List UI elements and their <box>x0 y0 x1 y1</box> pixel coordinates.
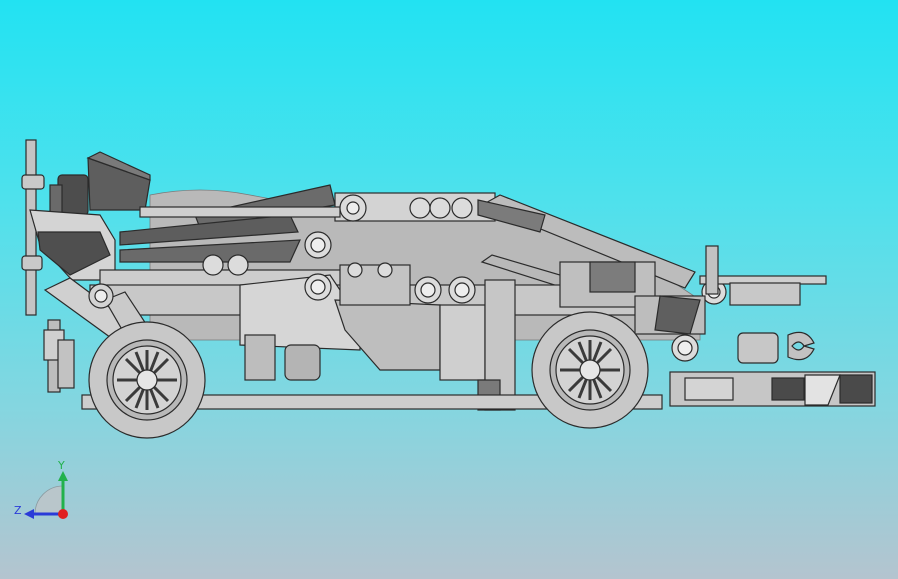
z-axis-label: Z <box>14 504 22 517</box>
front-wheel <box>531 311 649 429</box>
y-axis-label: Y <box>57 459 65 472</box>
y-axis-arrow <box>58 471 68 481</box>
chassis <box>81 261 663 411</box>
x-axis-dot <box>58 509 68 519</box>
z-axis-arrow <box>24 509 34 519</box>
connector-pins <box>202 194 797 362</box>
front-nose <box>634 245 827 335</box>
rear-bracket <box>29 209 116 281</box>
front-arm <box>669 331 876 407</box>
axis-triad[interactable]: Y Z <box>10 455 90 535</box>
triad-arc <box>34 485 64 515</box>
rear-post-assembly <box>21 139 75 393</box>
rear-wheel <box>88 321 206 439</box>
